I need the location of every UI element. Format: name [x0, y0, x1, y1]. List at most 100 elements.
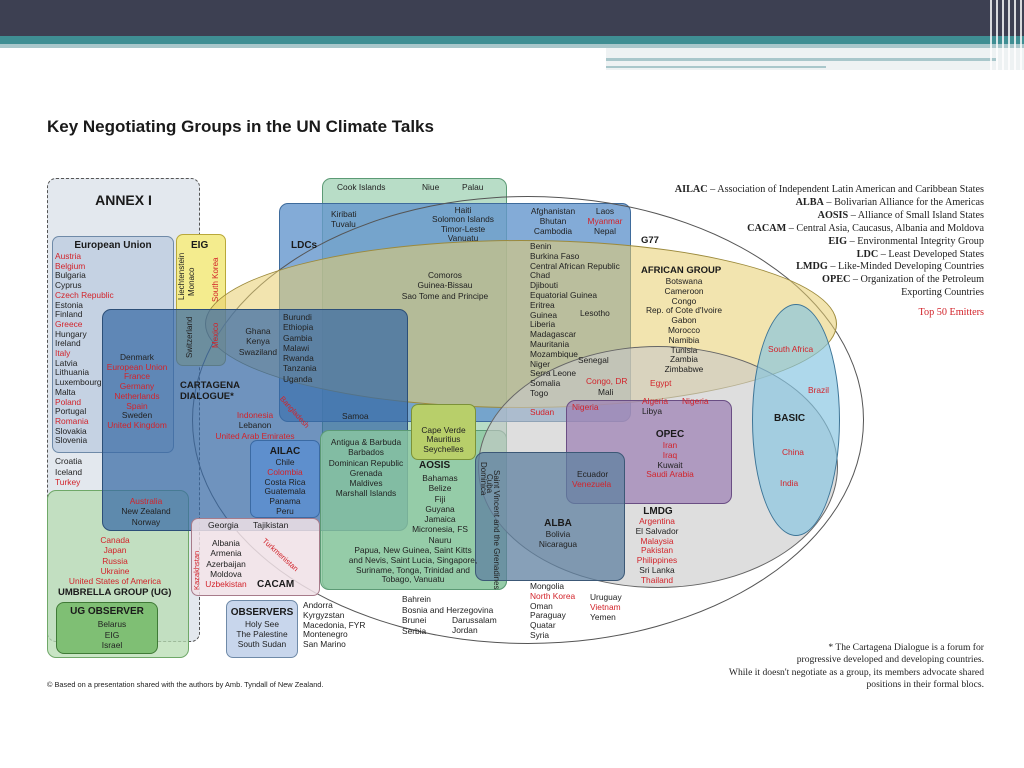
basic-india: India — [780, 478, 799, 488]
country-label: Suriname, Tonga, Trinidad and — [356, 564, 470, 575]
country-label: Bosnia and Herzegovina — [402, 604, 494, 615]
legend-item: LDC – Least Developed States — [675, 249, 984, 262]
country-label: Cyprus — [55, 280, 82, 291]
ecuador-label: Ecuador — [577, 469, 609, 479]
eig-switzerland-vertical: Switzerland — [185, 316, 194, 358]
country-label: Slovakia — [55, 425, 87, 436]
legend-items: AILAC – Association of Independent Latin… — [675, 184, 984, 287]
country-label: Latvia — [55, 357, 78, 368]
country-label: Namibia — [668, 334, 700, 345]
country-label: Argentina — [639, 516, 675, 526]
country-label: Yemen — [590, 611, 616, 622]
legend-abbr: ALBA — [795, 196, 824, 208]
country-label: Andorra — [303, 600, 333, 610]
aosis-niue: Niue — [422, 182, 440, 192]
cape-verde-box — [411, 404, 476, 460]
country-label: Turkey — [55, 477, 81, 487]
african-algeria: Algeria — [642, 396, 669, 406]
country-label: Canada — [100, 535, 130, 545]
country-label: Armenia — [210, 548, 242, 559]
country-label: Thailand — [640, 574, 674, 585]
country-label: France — [123, 371, 151, 382]
legend-item: AILAC – Association of Independent Latin… — [675, 184, 984, 197]
legend-desc: – Central Asia, Caucasus, Albania and Mo… — [786, 222, 984, 234]
country-label: Serbia — [402, 625, 427, 636]
country-label: Tanzania — [283, 363, 317, 374]
country-label: Mongolia — [530, 581, 564, 591]
country-label: Uganda — [283, 373, 313, 384]
country-label: Luxembourg — [55, 377, 102, 388]
country-label: Spain — [126, 400, 148, 411]
country-label: Barbados — [348, 447, 384, 458]
legend: AILAC – Association of Independent Latin… — [675, 184, 984, 320]
country-label: Japan — [103, 545, 127, 556]
country-label: Serra Leone — [530, 368, 577, 379]
country-label: Haiti — [454, 205, 472, 215]
header-right-line — [606, 58, 996, 61]
legend-desc: – Least Developed States — [878, 248, 984, 260]
country-label: Israel — [101, 640, 123, 650]
country-label: Vietnam — [590, 601, 621, 612]
country-label: Guinea-Bissau — [417, 280, 473, 291]
country-label: Tunisia — [670, 344, 698, 355]
country-label: Grenada — [349, 467, 383, 478]
country-label: Bhutan — [539, 215, 567, 226]
country-label: Rep. of Cote d'Ivoire — [645, 305, 723, 316]
legend-desc: – Environmental Integrity Group — [847, 235, 984, 247]
alba-box — [475, 452, 625, 581]
country-label: The Palestine — [236, 628, 288, 639]
legend-item: LMDG – Like-Minded Developing Countries — [675, 261, 984, 274]
lmdg-label: LMDG — [643, 506, 673, 517]
african-senegal: Senegal — [578, 355, 609, 365]
eig-liechtenstein-vertical: Liechtenstein — [177, 252, 186, 300]
country-label: Papua, New Guinea, Saint Kitts — [354, 545, 472, 555]
country-label: Marshall Islands — [335, 488, 397, 499]
footnote-line: progressive developed and developing cou… — [796, 654, 984, 666]
country-label: Austria — [55, 251, 82, 261]
footnote-line: positions in their formal blocs. — [866, 679, 984, 691]
umbrella-label: UMBRELLA GROUP (UG) — [58, 587, 172, 598]
country-label: Bahrein — [402, 594, 431, 604]
country-label: Kiribati — [331, 209, 357, 219]
country-label: Montenegro — [303, 629, 348, 640]
country-label: Hungary — [55, 328, 87, 339]
footnote-line: * The Cartagena Dialogue is a forum for — [828, 642, 984, 653]
aosis-samoa: Samoa — [342, 411, 369, 421]
country-label: Bulgaria — [55, 270, 86, 281]
cacam-box — [191, 518, 320, 596]
header-vertical-lines — [990, 0, 1024, 70]
country-label: Guatemala — [264, 486, 306, 497]
country-label: Madagascar — [530, 329, 577, 340]
eu-label: European Union — [74, 240, 152, 251]
country-label: Albania — [212, 538, 240, 548]
legend-desc: – Organization of the Petroleum — [850, 274, 984, 286]
country-label: Nicaragua — [538, 538, 578, 549]
country-label: Netherlands — [114, 390, 160, 401]
country-label: Finland — [55, 309, 83, 320]
country-label: Belarus — [97, 619, 127, 629]
country-label: Fiji — [434, 493, 446, 504]
country-label: Uruguay — [590, 592, 622, 602]
country-label: Greece — [55, 318, 83, 329]
country-label: Mozambique — [530, 348, 578, 359]
country-label: Somalia — [530, 378, 561, 389]
african-nigeria: Nigeria — [572, 402, 599, 412]
country-label: Seychelles — [423, 443, 464, 454]
country-label: Benin — [530, 241, 552, 251]
country-label: Kyrgyzstan — [303, 609, 345, 620]
alba-dominica-vertical: Dominica — [479, 462, 488, 496]
legend-desc: – Like-Minded Developing Countries — [827, 261, 984, 273]
